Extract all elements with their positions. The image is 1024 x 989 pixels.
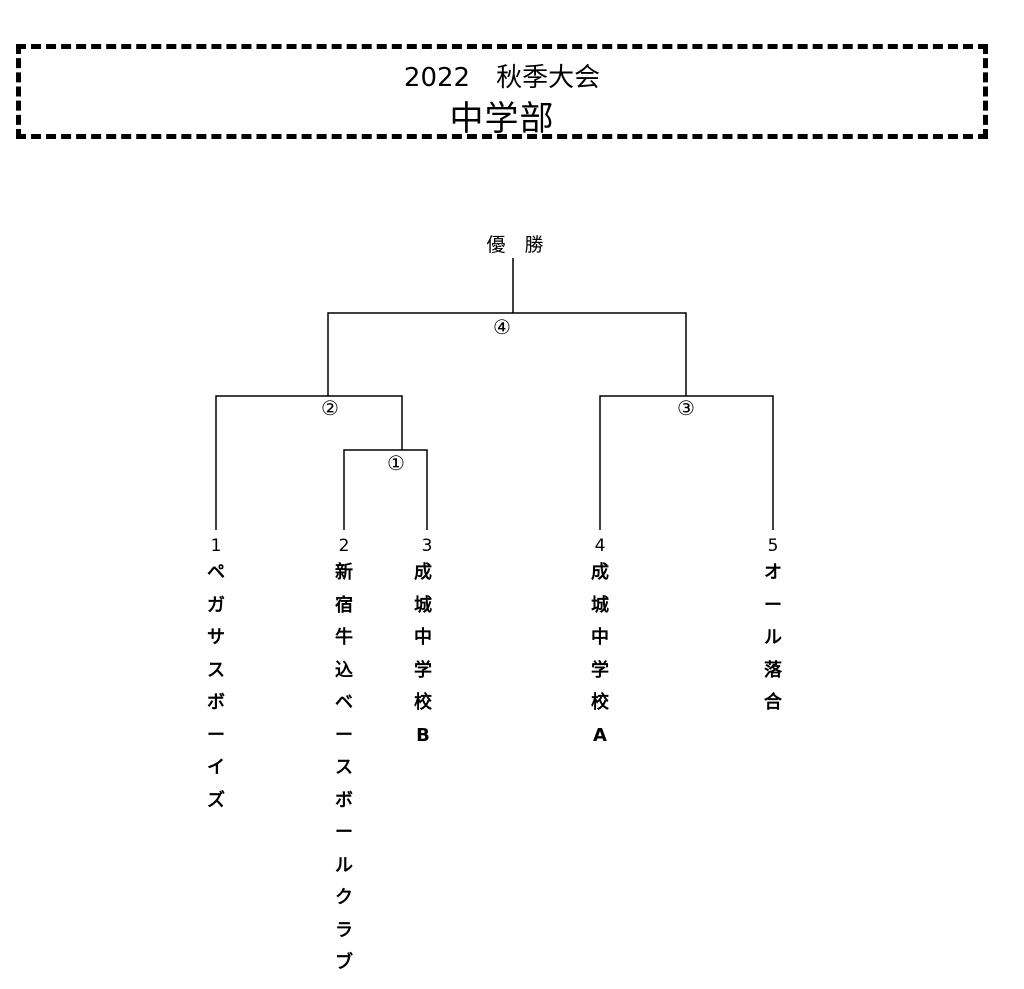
match-2-label: ② xyxy=(321,396,339,420)
team-name-2: 新宿牛込ベースボールクラブ xyxy=(335,562,353,973)
seed-3: 3 xyxy=(421,536,433,556)
seed-5: 5 xyxy=(767,536,779,556)
team-name-5: オール落合 xyxy=(764,562,782,713)
division-title: 中学部 xyxy=(449,99,555,139)
title-box: 2022 秋季大会 中学部 xyxy=(16,44,988,139)
match-4-label: ④ xyxy=(493,315,511,339)
seed-1: 1 xyxy=(210,536,222,556)
tournament-title: 2022 秋季大会 xyxy=(403,63,601,93)
match-4-line xyxy=(327,312,687,396)
match-3-line xyxy=(599,395,774,530)
team-name-3: 成城中学校B xyxy=(414,562,432,746)
match-2-line xyxy=(215,395,403,530)
match-1-label: ① xyxy=(387,451,405,475)
team-name-1: ペガサスボーイズ xyxy=(207,562,225,811)
seed-2: 2 xyxy=(338,536,350,556)
champion-label: 優 勝 xyxy=(486,234,544,256)
seed-4: 4 xyxy=(594,536,606,556)
match-1-line xyxy=(343,449,428,530)
match-3-label: ③ xyxy=(677,396,695,420)
team-name-4: 成城中学校A xyxy=(591,562,609,746)
